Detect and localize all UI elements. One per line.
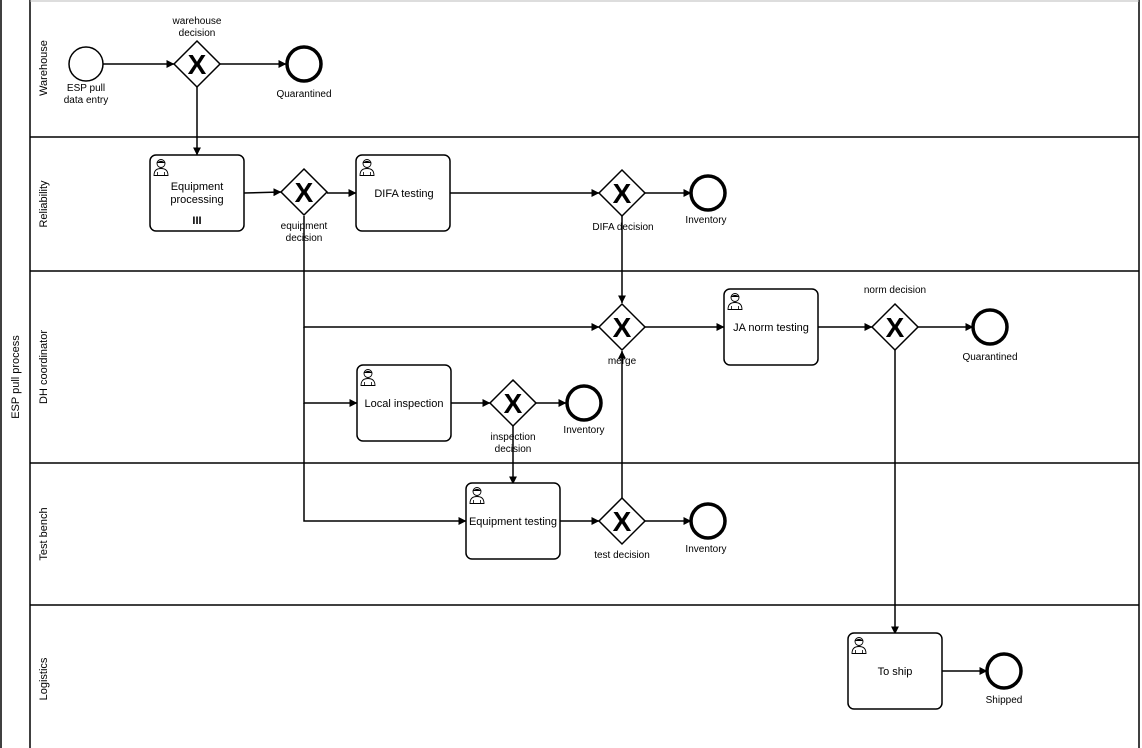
multi-instance-marker: III <box>192 215 201 227</box>
gateway-test-decision[interactable]: X test decision <box>594 496 650 561</box>
gateway-x-marker: X <box>886 312 905 343</box>
gateway-difa-decision[interactable]: X DIFA decision <box>592 168 654 233</box>
gateway-x-marker: X <box>188 49 207 80</box>
end-event-quarantined-norm[interactable]: Quarantined <box>962 308 1018 363</box>
gateway-label: DIFA decision <box>592 222 653 233</box>
end-event-shipped[interactable]: Shipped <box>985 652 1023 706</box>
end-event-inventory-inspection[interactable]: Inventory <box>563 384 605 436</box>
lanes: Warehouse Reliability DH coordinator Tes… <box>30 0 1139 700</box>
task-to-ship[interactable]: To ship <box>847 632 943 710</box>
task-label: DIFA testing <box>374 188 433 200</box>
end-event-label: Shipped <box>986 695 1023 706</box>
gateway-x-marker: X <box>295 177 314 208</box>
lane-label-logistics: Logistics <box>38 657 50 700</box>
lane-label-dh-coordinator: DH coordinator <box>38 330 50 404</box>
task-label: Equipment testing <box>469 516 557 528</box>
end-event-label: Inventory <box>685 215 726 226</box>
flow-equipment-gw-to-local-inspection <box>303 327 358 407</box>
gateway-x-marker: X <box>504 388 523 419</box>
lane-label-reliability: Reliability <box>38 180 50 228</box>
lane-label-warehouse: Warehouse <box>38 40 50 96</box>
task-difa-testing[interactable]: DIFA testing <box>355 154 451 232</box>
sequence-flows <box>103 60 988 675</box>
pool-label: ESP pull process <box>10 335 22 419</box>
gateway-norm-decision[interactable]: X norm decision <box>864 285 926 352</box>
gateway-label: norm decision <box>864 285 926 296</box>
end-event-label: Quarantined <box>276 89 331 100</box>
gateway-x-marker: X <box>613 178 632 209</box>
task-label: Local inspection <box>365 398 444 410</box>
task-equipment-testing[interactable]: Equipment testing <box>465 482 561 560</box>
flow-equipment-gw-to-equipment-testing <box>303 403 467 525</box>
task-label: JA norm testing <box>733 322 809 334</box>
task-ja-norm-testing[interactable]: JA norm testing <box>723 288 819 366</box>
gateway-label: merge <box>608 356 637 367</box>
end-event-inventory-test[interactable]: Inventory <box>685 502 727 555</box>
gateway-merge[interactable]: X merge <box>597 302 647 367</box>
task-label: To ship <box>878 666 913 678</box>
lane-label-test-bench: Test bench <box>38 507 50 560</box>
end-event-label: Quarantined <box>962 352 1017 363</box>
gateway-label: test decision <box>594 550 650 561</box>
task-local-inspection[interactable]: Local inspection <box>356 364 452 442</box>
flow-equipment-processing-to-equipment-gw <box>243 188 282 197</box>
gateway-x-marker: X <box>613 312 632 343</box>
end-event-label: Inventory <box>685 544 726 555</box>
gateway-x-marker: X <box>613 506 632 537</box>
end-event-label: Inventory <box>563 425 604 436</box>
end-event-inventory-difa[interactable]: Inventory <box>685 174 727 226</box>
end-event-quarantined-warehouse[interactable]: Quarantined <box>276 45 332 100</box>
